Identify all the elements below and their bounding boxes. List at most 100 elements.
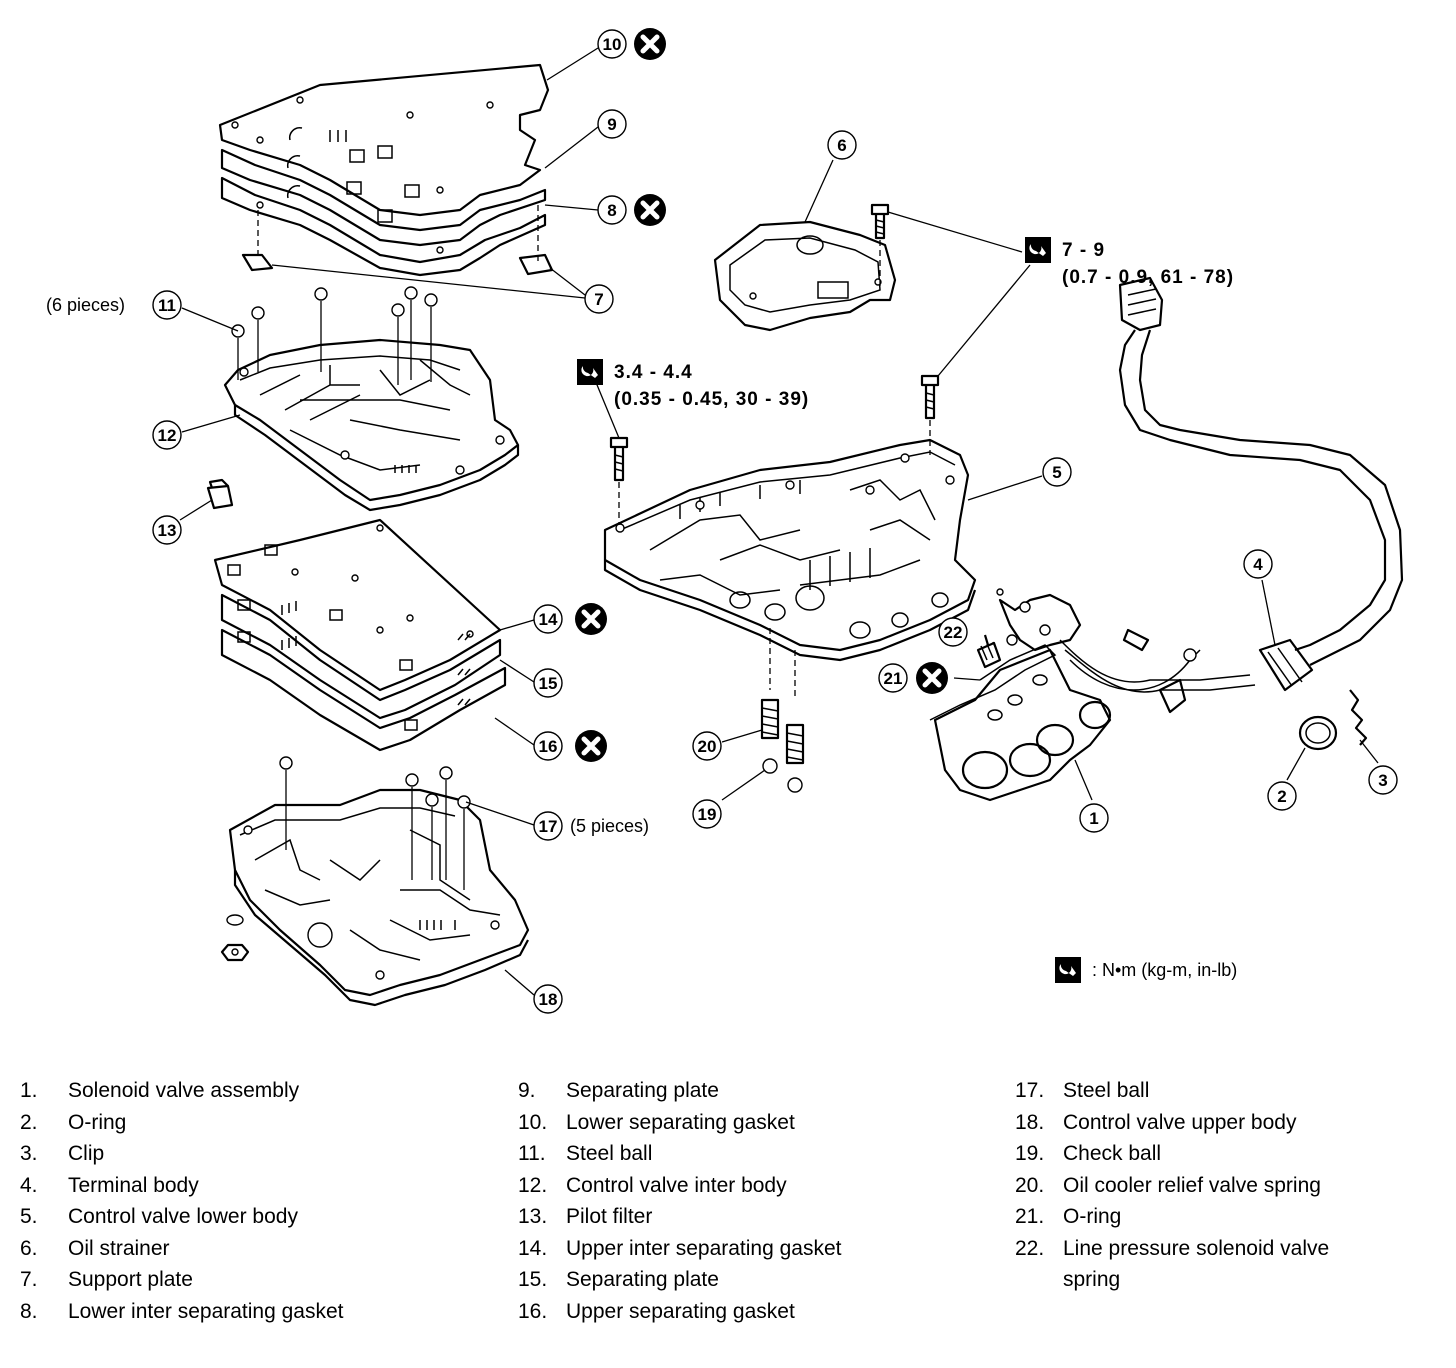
- legend-item-label: O-ring: [68, 1110, 127, 1134]
- callout-3-label: 3: [1378, 771, 1387, 790]
- five-pieces-note: (5 pieces): [570, 816, 649, 836]
- callout-9-label: 9: [607, 115, 616, 134]
- legend-item-label: Control valve upper body: [1063, 1110, 1297, 1134]
- legend-item: 11. Steel ball: [518, 1138, 886, 1170]
- legend-item-label: Clip: [68, 1142, 105, 1165]
- legend-item-number: 12.: [518, 1173, 548, 1197]
- callout-1-label: 1: [1089, 809, 1098, 828]
- legend-item: 1.Solenoid valve assembly: [20, 1075, 388, 1107]
- callout-2: 2: [1267, 781, 1297, 811]
- callout-19: 19: [692, 799, 722, 829]
- callout-19-label: 19: [698, 805, 717, 824]
- callout-21-label: 21: [884, 669, 903, 688]
- callout-7-label: 7: [594, 290, 603, 309]
- replace-marker-21: [916, 662, 948, 694]
- callout-13: 13: [152, 515, 182, 545]
- legend-item: 4.Terminal body: [20, 1170, 388, 1202]
- legend-item: 16.Upper separating gasket: [518, 1296, 886, 1328]
- torque-spec-1-value: 7 - 9: [1062, 240, 1105, 261]
- o-ring-and-clip: [1298, 689, 1368, 751]
- replace-marker-14: [575, 603, 607, 635]
- legend-item-label: O-ring: [1063, 1205, 1122, 1228]
- callout-2-label: 2: [1277, 787, 1286, 806]
- callout-6-label: 6: [837, 136, 846, 155]
- legend-item-number: 19.: [1015, 1142, 1045, 1165]
- callout-8-label: 8: [607, 201, 616, 220]
- legend-item-number: 10.: [518, 1110, 548, 1134]
- torque-units-key: : N•m (kg-m, in-lb): [1092, 960, 1237, 980]
- legend-item: 20.Oil cooler relief valve spring: [1015, 1170, 1383, 1202]
- legend-item-label: Upper separating gasket: [566, 1299, 795, 1323]
- legend-item-label: Control valve inter body: [566, 1173, 787, 1197]
- callout-4-label: 4: [1253, 555, 1263, 574]
- legend-item-label: Check ball: [1063, 1142, 1162, 1165]
- legend-item-number: 18.: [1015, 1110, 1045, 1134]
- torque-spec-2-value: 3.4 - 4.4: [614, 362, 693, 383]
- legend-item-label: Separating plate: [566, 1079, 719, 1102]
- callout-14-label: 14: [539, 610, 558, 629]
- callout-12-label: 12: [158, 426, 177, 445]
- legend-item-number: 15.: [518, 1268, 548, 1291]
- legend-item: 19. Check ball: [1015, 1138, 1383, 1170]
- legend-item-number: 3.: [20, 1142, 38, 1165]
- control-valve-upper-body: [220, 756, 530, 1007]
- legend-item: 18. Control valve upper body: [1015, 1107, 1383, 1139]
- legend-item-number: 11.: [518, 1142, 546, 1165]
- torque-wrench-icon: [1055, 957, 1081, 983]
- legend-item-label: Lower inter separating gasket: [68, 1299, 344, 1323]
- callout-7: 7: [584, 284, 614, 314]
- torque-wrench-icon: [577, 359, 603, 385]
- legend-item-label: Steel ball: [1063, 1079, 1150, 1102]
- legend-item-number: 17.: [1015, 1079, 1045, 1102]
- callout-21: 21: [878, 663, 908, 693]
- legend-item-label: Upper inter separating gasket: [566, 1236, 842, 1260]
- callout-18: 18: [533, 984, 563, 1014]
- legend-item: 12. Control valve inter body: [518, 1170, 886, 1202]
- callout-15: 15: [533, 668, 563, 698]
- plate-stack-top: [218, 63, 554, 277]
- callout-18-label: 18: [539, 990, 558, 1009]
- callout-16-label: 16: [539, 737, 558, 756]
- legend-item-label: Steel ball: [566, 1142, 653, 1165]
- torque-spec-1-detail: (0.7 - 0.9, 61 - 78): [1062, 267, 1234, 288]
- callout-3: 3: [1368, 765, 1398, 795]
- callout-15-label: 15: [539, 674, 558, 693]
- callout-10: 10: [597, 29, 627, 59]
- legend-item: 10.Lower separating gasket: [518, 1107, 886, 1139]
- callout-13-label: 13: [158, 521, 177, 540]
- legend-column-3: 17. Steel ball 18. Control valve upper body…: [1015, 1075, 1383, 1296]
- legend-item: 6.Oil strainer: [20, 1233, 388, 1265]
- solenoid-valve-assembly: [929, 588, 1256, 802]
- callout-8: 8: [597, 195, 627, 225]
- legend-item-number: 14.: [518, 1236, 548, 1260]
- legend-item: 22.Line pressure solenoid valve spring: [1015, 1233, 1383, 1296]
- callout-16: 16: [533, 731, 563, 761]
- pilot-filter: [206, 478, 234, 510]
- legend-item-number: 1.: [20, 1079, 38, 1102]
- legend-item-label: Oil cooler relief valve spring: [1063, 1173, 1321, 1197]
- legend-item-number: 4.: [20, 1173, 38, 1197]
- callout-5-label: 5: [1052, 463, 1061, 482]
- legend-item-number: 5.: [20, 1205, 38, 1228]
- callout-22-label: 22: [944, 623, 963, 642]
- legend-item: 2.O-ring: [20, 1107, 388, 1139]
- legend-item-label: Line pressure solenoid valve spring: [1063, 1236, 1330, 1292]
- legend-item: 13.Pilot filter: [518, 1201, 886, 1233]
- legend-item: 17. Steel ball: [1015, 1075, 1383, 1107]
- legend-item-label: Separating plate: [566, 1268, 719, 1291]
- legend-item: 15. Separating plate: [518, 1264, 886, 1296]
- callout-9: 9: [597, 109, 627, 139]
- replace-marker-10: [634, 28, 666, 60]
- callout-17: 17: [533, 811, 563, 841]
- legend-item: 8. Lower inter separating gasket: [20, 1296, 388, 1328]
- callout-11-label: 11: [158, 296, 176, 315]
- callout-20: 20: [692, 731, 722, 761]
- legend-item: 5.Control valve lower body: [20, 1201, 388, 1233]
- replace-marker-8: [634, 194, 666, 226]
- legend-item-number: 8.: [20, 1299, 38, 1323]
- legend-item-label: Support plate: [68, 1268, 193, 1291]
- oil-strainer: [713, 203, 897, 332]
